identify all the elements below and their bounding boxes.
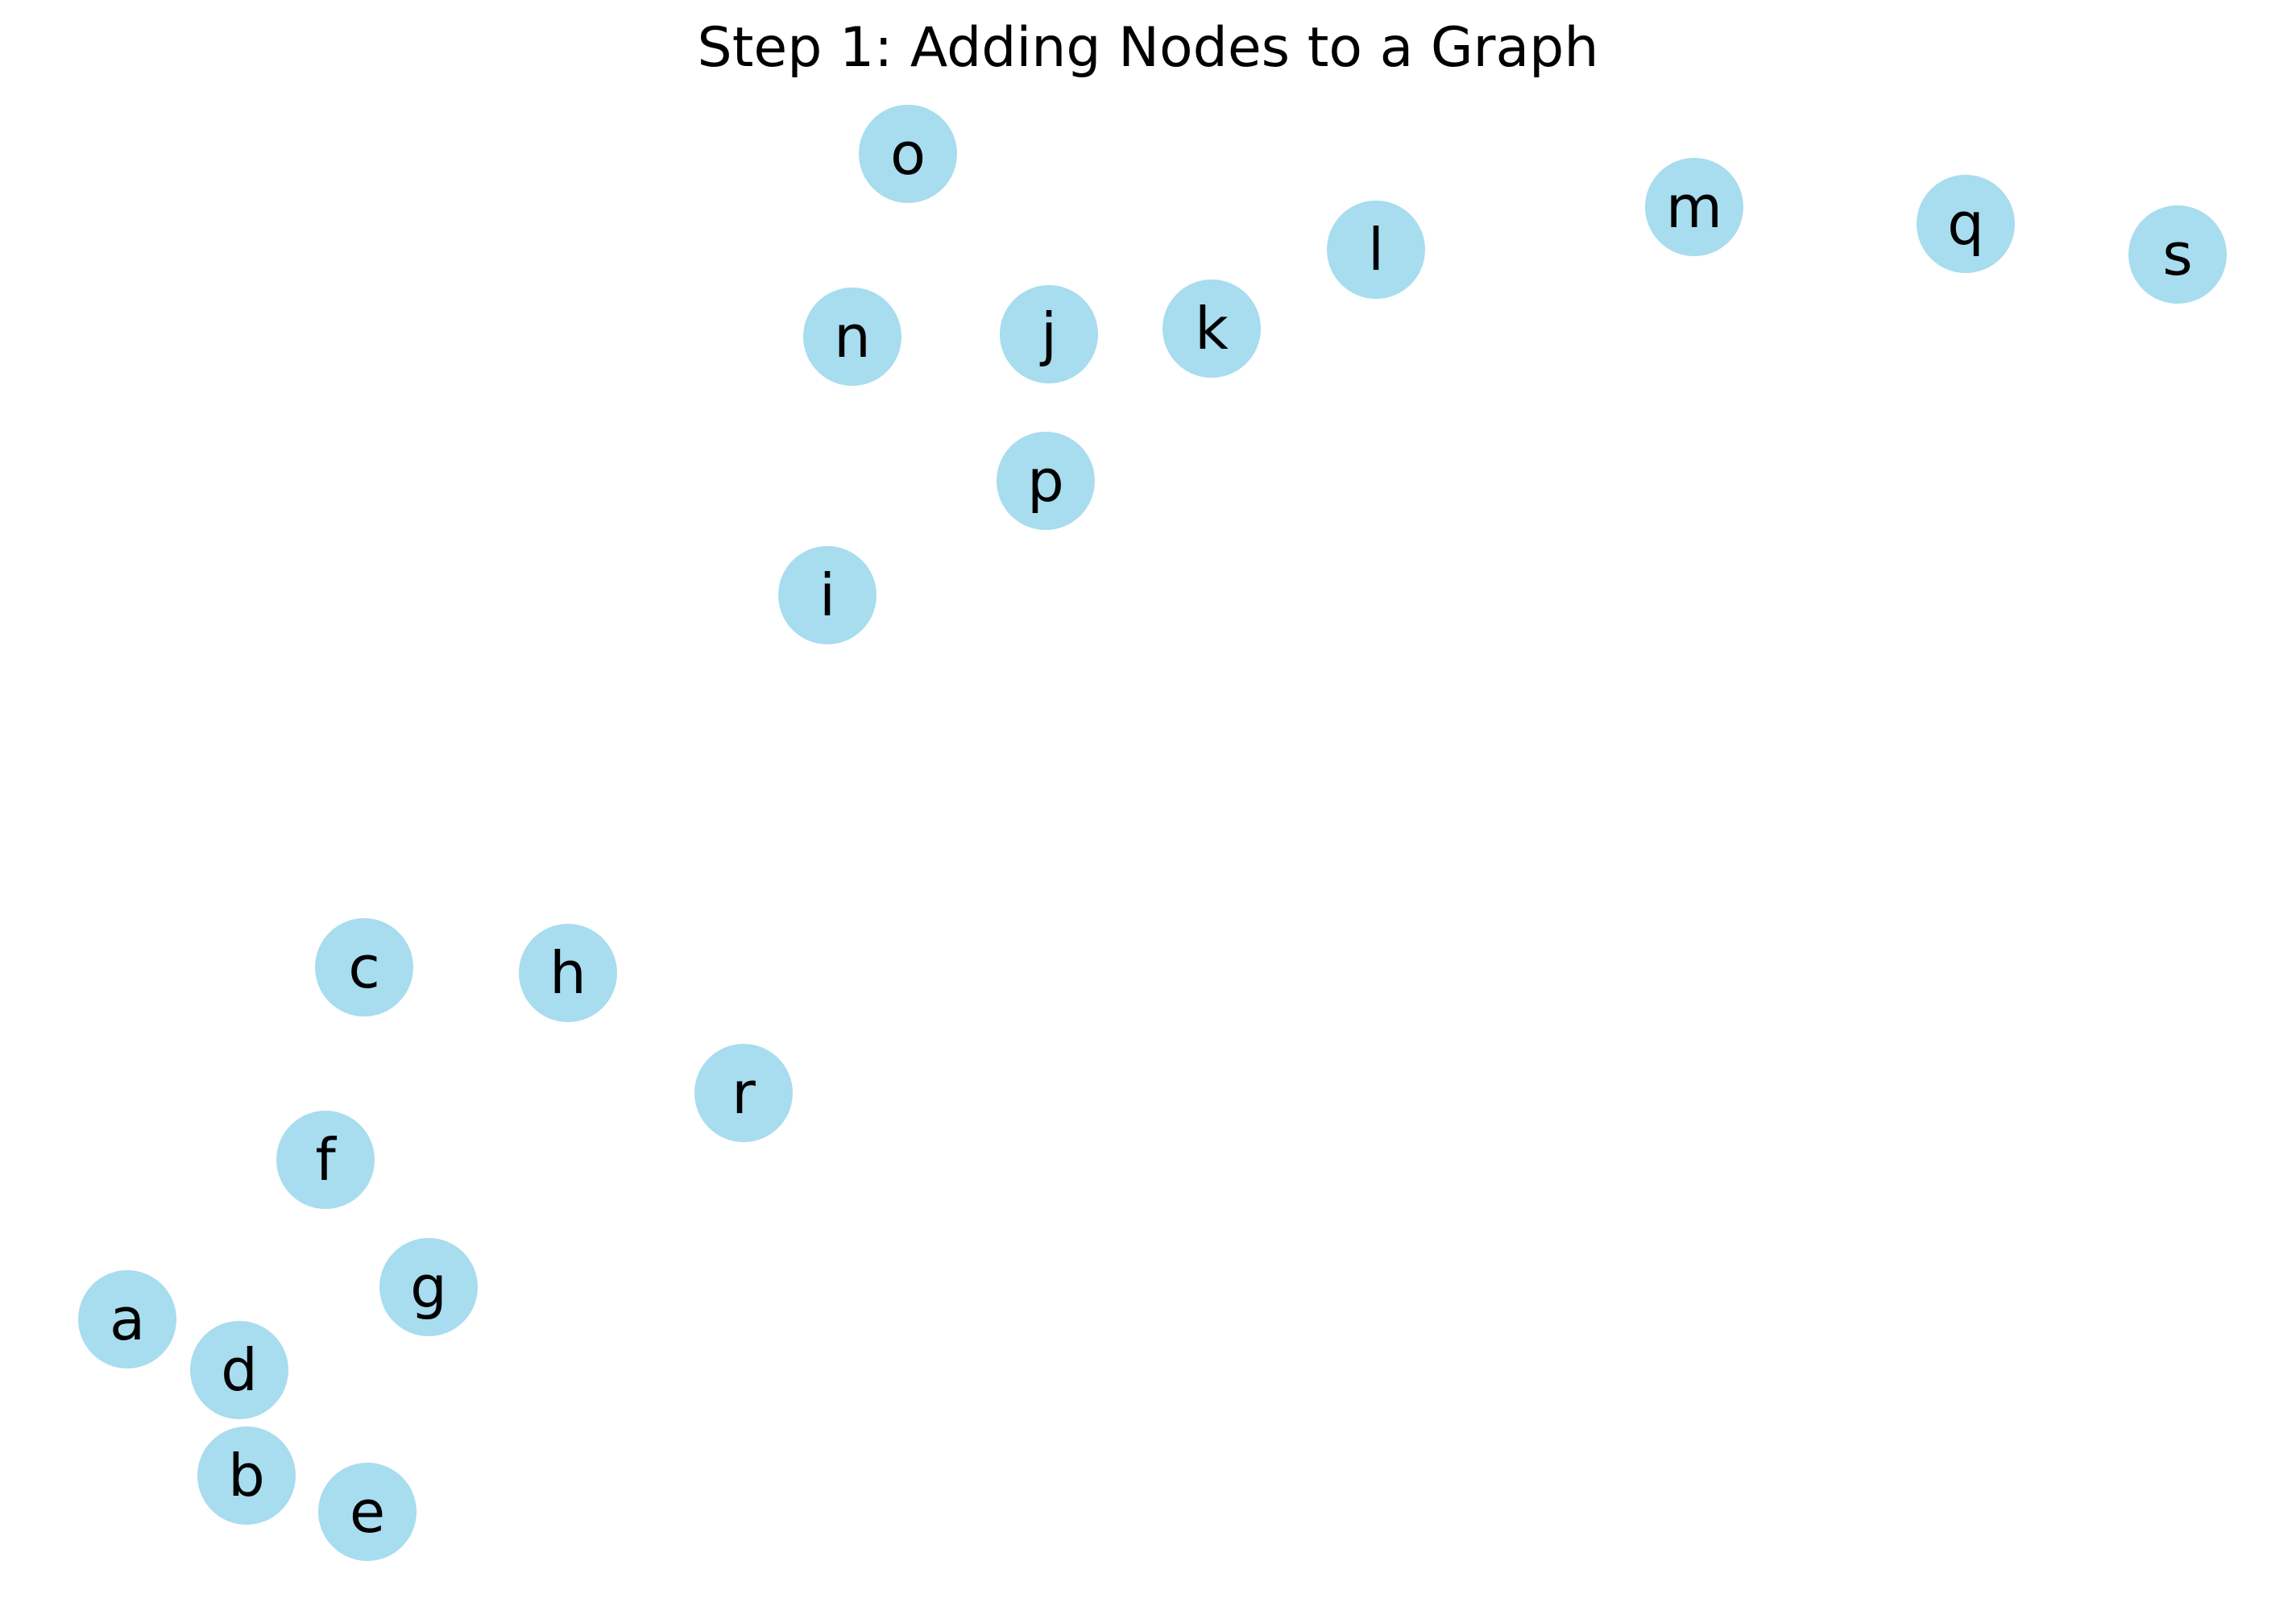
node-circle [1917,175,2015,273]
node-label: s [2162,221,2193,288]
node-circle [2128,205,2227,304]
node-label: d [221,1336,258,1404]
graph-node-q: q [1917,175,2015,273]
node-circle [519,924,617,1022]
node-circle [997,432,1095,530]
node-circle [694,1044,793,1142]
graph-node-o: o [859,105,957,203]
graph-node-g: g [379,1238,478,1336]
graph-node-p: p [997,432,1095,530]
node-label: a [110,1285,145,1353]
graph-node-d: d [190,1321,288,1419]
graph-node-h: h [519,924,617,1022]
graph-node-a: a [78,1270,176,1368]
node-circle [778,546,877,644]
node-label: j [1039,300,1057,368]
node-circle [318,1463,417,1561]
node-circle [315,918,413,1016]
node-label: c [348,934,380,1001]
node-circle [197,1426,296,1525]
node-label: q [1947,190,1984,258]
node-circle [1000,285,1098,383]
graph-node-e: e [318,1463,417,1561]
graph-node-s: s [2128,205,2227,304]
node-label: b [228,1442,265,1509]
node-circle [1645,158,1743,256]
node-label: o [890,120,926,188]
graph-node-b: b [197,1426,296,1525]
node-label: i [819,561,835,629]
node-label: k [1195,295,1229,362]
node-circle [859,105,957,203]
node-label: r [731,1059,756,1127]
node-label: f [315,1126,337,1194]
graph-node-i: i [778,546,877,644]
node-label: m [1666,173,1722,241]
node-label: p [1027,447,1064,515]
node-circle [1163,279,1261,378]
diagram-title: Step 1: Adding Nodes to a Graph [697,16,1599,80]
graph-node-n: n [803,288,901,386]
node-circle [78,1270,176,1368]
node-circle [379,1238,478,1336]
node-circle [276,1111,375,1209]
graph-node-f: f [276,1111,375,1209]
node-circle [1327,201,1425,299]
node-label: l [1368,216,1384,284]
node-label: e [350,1478,385,1546]
graph-node-m: m [1645,158,1743,256]
node-label: n [834,303,871,371]
node-label: h [549,939,586,1007]
node-circle [803,288,901,386]
graph-node-r: r [694,1044,793,1142]
graph-node-c: c [315,918,413,1016]
node-circle [190,1321,288,1419]
graph-node-j: j [1000,285,1098,383]
graph-node-k: k [1163,279,1261,378]
node-label: g [410,1253,447,1321]
graph-node-l: l [1327,201,1425,299]
